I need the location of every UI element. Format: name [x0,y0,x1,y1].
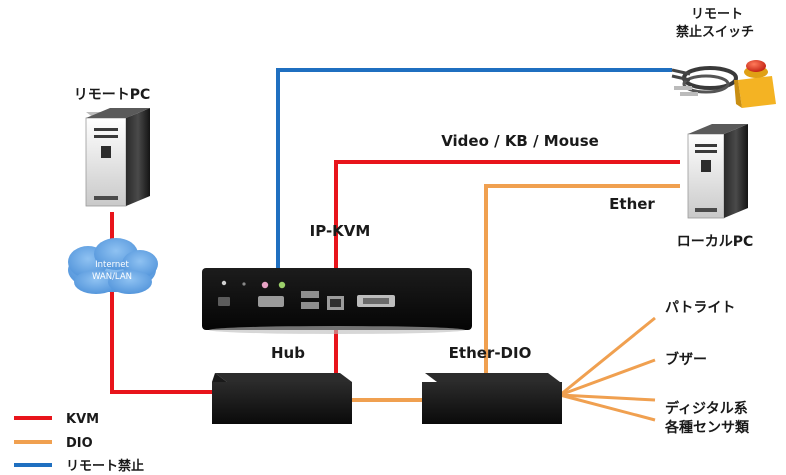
ether-line [484,184,680,373]
remote-pc-label: リモートPC [74,87,151,103]
legend: KVM DIO リモート禁止 [14,412,144,474]
cloud-label-line1: Internet [95,260,129,270]
legend-label-remote: リモート禁止 [66,458,144,474]
ether-dio-label: Ether-DIO [449,344,532,362]
remote-pc-icon [85,108,150,207]
patlite-label: パトライト [665,300,735,316]
video-kb-mouse-label: Video / KB / Mouse [441,132,599,150]
hub-label: Hub [271,344,305,362]
legend-label-dio: DIO [66,436,93,451]
buzzer-line [559,358,656,397]
remote-switch-icon [671,60,776,108]
patlite-line [559,316,656,397]
cloud-hub-line [110,292,215,394]
hub-device [212,373,352,424]
buzzer-label: ブザー [665,351,707,368]
legend-label-kvm: KVM [66,412,99,427]
sensors-label-line2: 各種センサ類 [664,419,750,436]
local-pc-label: ローカルPC [677,234,754,250]
ether-label: Ether [609,195,655,213]
sensor-line-a [559,393,656,402]
remote-switch-label-line1: リモート [691,7,743,22]
ip-kvm-device [202,268,472,334]
sensors-label-line1: ディジタル系 [665,400,748,417]
remote-switch-label-line2: 禁止スイッチ [676,24,754,40]
video-kb-mouse-line [334,160,680,272]
local-pc-icon [687,124,748,219]
internet-cloud [68,238,158,294]
ether-dio-device [422,373,562,424]
cloud-label-line2: WAN/LAN [92,272,132,282]
sensor-line-b [559,393,656,422]
remote-disable-line [276,68,672,272]
ip-kvm-label: IP-KVM [310,222,371,240]
